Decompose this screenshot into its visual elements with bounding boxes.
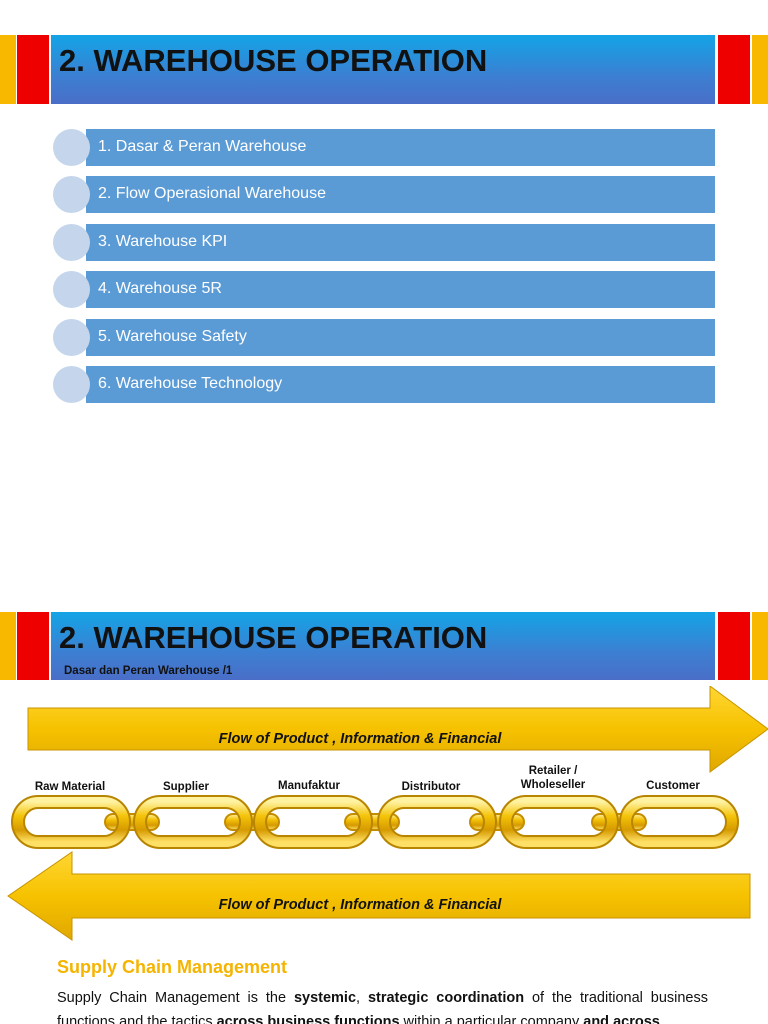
body-text: within a particular company (399, 1014, 584, 1024)
chain-label-retailer: Retailer / Wholeseller (520, 765, 586, 791)
body-bold-text: systemic (293, 990, 357, 1006)
bullet-circle-icon (53, 176, 90, 213)
menu-item-4[interactable]: 4. Warehouse 5R (53, 271, 715, 308)
chain-label-raw-material: Raw Material (34, 781, 106, 793)
chain-connectors (104, 813, 647, 831)
right-yellow-accent (752, 35, 768, 104)
menu-bar (86, 176, 715, 213)
menu-bar (86, 129, 715, 166)
body-text: , (356, 990, 368, 1006)
left-red-accent (17, 612, 49, 680)
arrow-left-icon (7, 851, 751, 941)
body-text: of the traditional business functions an… (57, 990, 708, 1024)
body-text: Supply Chain Management is the (57, 990, 294, 1006)
flow-label-top: Flow of Product , Information & Financia… (218, 731, 502, 747)
menu-item-label: 1. Dasar & Peran Warehouse (98, 138, 307, 155)
body-bold-text: across business functions (216, 1014, 400, 1024)
page-subtitle: Dasar dan Peran Warehouse /1 (64, 665, 233, 677)
right-yellow-accent (752, 612, 768, 680)
chain-label-customer: Customer (646, 780, 700, 792)
flow-label-bottom: Flow of Product , Information & Financia… (218, 897, 502, 913)
section-heading: Supply Chain Management (57, 957, 288, 977)
menu-item-3[interactable]: 3. Warehouse KPI (53, 224, 715, 261)
menu-item-1[interactable]: 1. Dasar & Peran Warehouse (53, 129, 715, 166)
menu-item-label: 2. Flow Operasional Warehouse (98, 185, 326, 202)
menu-bar (86, 271, 715, 308)
menu-item-5[interactable]: 5. Warehouse Safety (53, 319, 715, 356)
body-bold-text: strategic coordination (367, 990, 525, 1006)
slide-2: 2. WAREHOUSE OPERATION Dasar dan Peran W… (0, 576, 768, 1024)
page-title: 2. WAREHOUSE OPERATION (59, 43, 488, 78)
slide-header: 2. WAREHOUSE OPERATION (51, 35, 715, 104)
menu-item-label: 4. Warehouse 5R (98, 280, 222, 297)
menu-item-label: 6. Warehouse Technology (98, 375, 283, 392)
chain-label-manufaktur: Manufaktur (278, 780, 340, 792)
chain-label-supplier: Supplier (162, 781, 209, 793)
supply-chain-diagram (7, 686, 768, 941)
bullet-circle-icon (53, 319, 90, 356)
left-red-accent (17, 35, 49, 104)
bullet-circle-icon (53, 129, 90, 166)
arrow-right-icon (27, 686, 768, 773)
menu-bar (86, 319, 715, 356)
menu-bar (86, 366, 715, 403)
page-title: 2. WAREHOUSE OPERATION (59, 620, 488, 655)
bullet-circle-icon (53, 271, 90, 308)
chain-links (11, 795, 739, 849)
bullet-circle-icon (53, 224, 90, 261)
right-red-accent (718, 612, 750, 680)
body-bold-text: and across (583, 1014, 660, 1024)
slide-header: 2. WAREHOUSE OPERATION Dasar dan Peran W… (51, 612, 715, 680)
menu-item-label: 5. Warehouse Safety (98, 328, 247, 345)
menu-item-6[interactable]: 6. Warehouse Technology (53, 366, 715, 403)
right-red-accent (718, 35, 750, 104)
menu-bar (86, 224, 715, 261)
chain-label-distributor: Distributor (401, 781, 461, 793)
left-yellow-accent (0, 35, 16, 104)
section-body: Supply Chain Management is the systemic,… (57, 986, 708, 1024)
bullet-circle-icon (53, 366, 90, 403)
menu-item-2[interactable]: 2. Flow Operasional Warehouse (53, 176, 715, 213)
menu-item-label: 3. Warehouse KPI (98, 233, 228, 250)
slide-1: 2. WAREHOUSE OPERATION 1. Dasar & Peran … (0, 35, 768, 403)
left-yellow-accent (0, 612, 16, 680)
